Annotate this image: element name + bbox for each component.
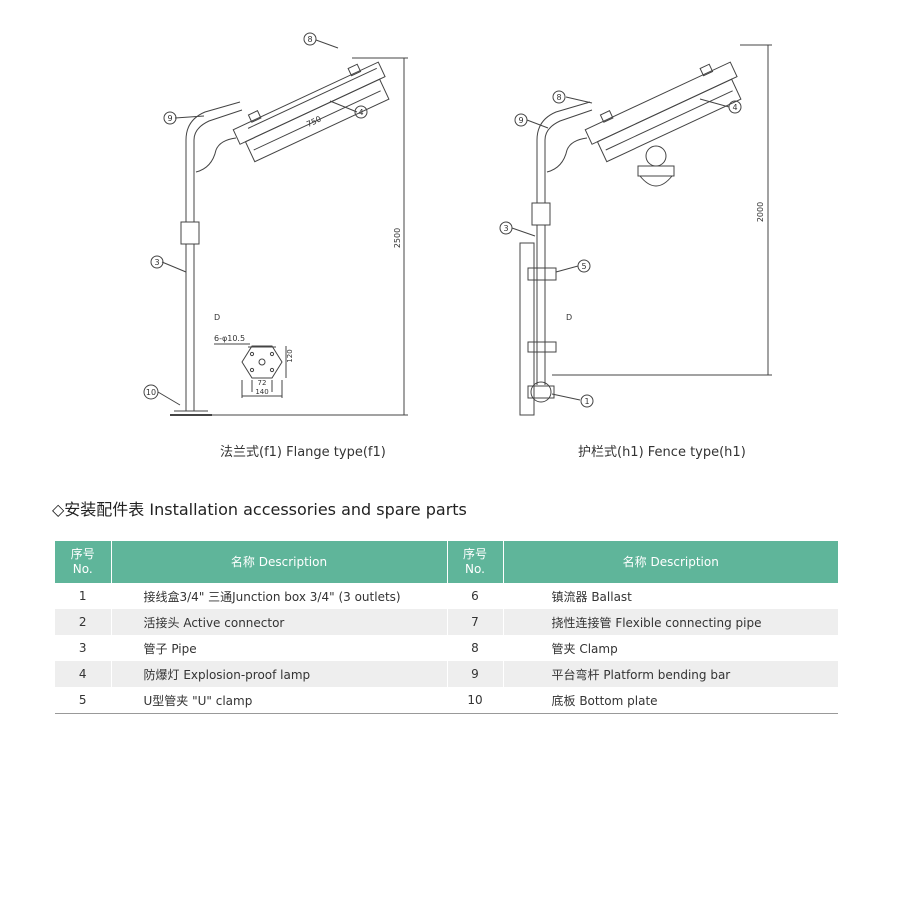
callout-8-right: 8 xyxy=(556,93,561,102)
callout-4-left: 4 xyxy=(358,108,363,117)
dimension-2000: 2000 xyxy=(756,202,765,222)
row-number: 6 xyxy=(447,583,504,609)
row-description: 管子 Pipe xyxy=(111,635,448,661)
row-description: 平台弯杆 Platform bending bar xyxy=(503,661,838,687)
installation-drawings: 8 9 4 3 10 8 9 4 3 5 1 2500 750 D 6-φ10.… xyxy=(143,32,772,416)
header-desc-right: 名称 Description xyxy=(503,541,838,583)
dimension-2500: 2500 xyxy=(393,228,402,248)
plate-dim-140: 140 xyxy=(255,388,268,396)
callout-4-right: 4 xyxy=(732,103,737,112)
hole-label: 6-φ10.5 xyxy=(214,334,245,343)
row-description: 活接头 Active connector xyxy=(111,609,448,635)
table-row: 2 活接头 Active connector 7 挠性连接管 Flexible … xyxy=(55,609,838,635)
row-description: 挠性连接管 Flexible connecting pipe xyxy=(503,609,838,635)
header-no-cn: 序号 xyxy=(462,547,487,561)
callout-10-left: 10 xyxy=(146,388,156,397)
section-title: ◇安装配件表 Installation accessories and spar… xyxy=(52,500,467,519)
header-desc-left: 名称 Description xyxy=(111,541,448,583)
fence-type-drawing xyxy=(499,44,772,416)
flange-type-caption: 法兰式(f1) Flange type(f1) xyxy=(220,445,386,460)
row-number: 2 xyxy=(55,609,112,635)
row-description: 接线盒3/4" 三通Junction box 3/4" (3 outlets) xyxy=(111,583,448,609)
row-number: 9 xyxy=(447,661,504,687)
row-description: 镇流器 Ballast xyxy=(551,589,632,604)
row-number: 3 xyxy=(55,635,112,661)
row-number: 5 xyxy=(55,687,112,714)
row-description: 管夹 Clamp xyxy=(551,641,618,656)
callout-3-right: 3 xyxy=(503,224,508,233)
row-description: 底板 Bottom plate xyxy=(503,687,838,714)
row-number: 8 xyxy=(447,635,504,661)
dimension-750: 750 xyxy=(305,114,323,129)
header-no-right: 序号 No. xyxy=(447,541,504,583)
header-no-en: No. xyxy=(465,562,485,576)
flange-type-drawing xyxy=(143,32,408,416)
fence-type-caption: 护栏式(h1) Fence type(h1) xyxy=(578,445,746,460)
callout-5-right: 5 xyxy=(581,262,586,271)
table-row: 1 接线盒3/4" 三通Junction box 3/4" (3 outlets… xyxy=(55,583,838,609)
table-header-row: 序号 No. 名称 Description 序号 No. 名称 Descript… xyxy=(55,541,838,583)
plate-dim-72: 72 xyxy=(258,379,267,387)
header-no-left: 序号 No. xyxy=(55,541,112,583)
header-no-cn: 序号 xyxy=(70,547,95,561)
row-description: 防爆灯 Explosion-proof lamp xyxy=(111,661,448,687)
row-number: 1 xyxy=(55,583,112,609)
callout-9-right: 9 xyxy=(518,116,523,125)
table-row: 4 防爆灯 Explosion-proof lamp 9 平台弯杆 Platfo… xyxy=(55,661,838,687)
header-no-en: No. xyxy=(72,562,93,576)
row-number: 4 xyxy=(55,661,112,687)
label-d-left: D xyxy=(214,313,220,322)
callout-9-left: 9 xyxy=(167,114,172,123)
accessories-table: 序号 No. 名称 Description 序号 No. 名称 Descript… xyxy=(55,541,838,714)
table-row: 3 管子 Pipe 8 管夹 Clamp xyxy=(55,635,838,661)
callout-1-right: 1 xyxy=(584,397,589,406)
row-description: U型管夹 "U" clamp xyxy=(111,687,448,714)
callout-8-left: 8 xyxy=(307,35,312,44)
table-row: 5 U型管夹 "U" clamp 10 底板 Bottom plate xyxy=(55,687,838,714)
plate-dim-120: 120 xyxy=(286,349,294,362)
label-d-right: D xyxy=(566,313,572,322)
row-number: 7 xyxy=(447,609,504,635)
row-number: 10 xyxy=(447,687,504,714)
callout-3-left: 3 xyxy=(154,258,159,267)
